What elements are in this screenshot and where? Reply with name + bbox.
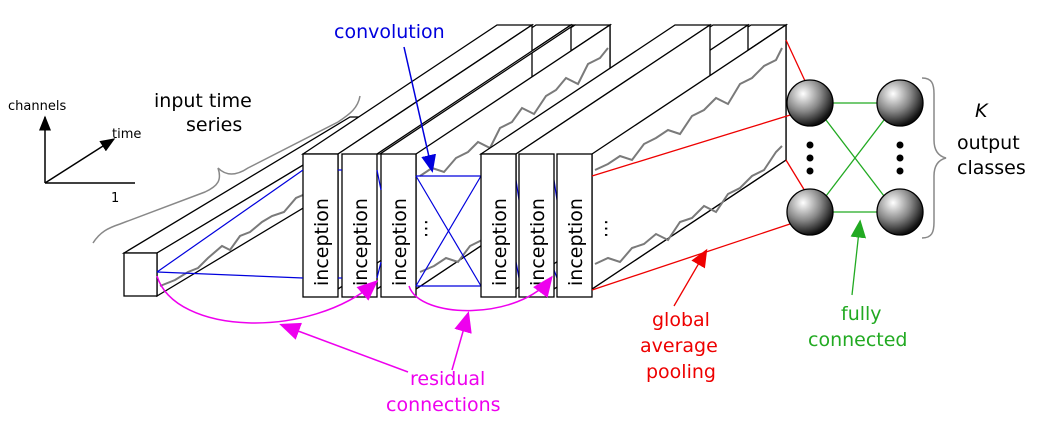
residual-connections <box>156 275 553 373</box>
conv-line-a <box>156 169 304 273</box>
conv-line-j <box>415 175 482 287</box>
g1-b2-side2 <box>374 24 577 155</box>
fc-link-4 <box>825 119 885 197</box>
residual-pointer-2 <box>451 311 472 371</box>
pooling-label-line1: global <box>652 309 710 331</box>
pooling-label-line2: average <box>640 335 718 357</box>
conv-line-e <box>376 169 382 191</box>
convolution-arrow <box>403 46 436 173</box>
output-label-line1: output <box>957 132 1020 154</box>
g1-series-top <box>419 47 609 177</box>
block-group-2-faces <box>480 153 593 298</box>
input-block-face <box>123 252 158 297</box>
neuron-dots-right <box>896 141 904 175</box>
pool-arrow <box>673 248 708 307</box>
inception-label-5: inception <box>527 198 549 286</box>
inception-label-6: inception <box>565 198 587 286</box>
block-group-1-faces <box>302 24 577 298</box>
convolution-label: convolution <box>334 21 445 43</box>
inception-block-3 <box>380 153 417 298</box>
residual-arc-1 <box>156 275 379 324</box>
inception-block-5 <box>518 153 555 298</box>
inception-labels: inception inception inception inception … <box>311 198 587 286</box>
neuron-dots-left <box>806 141 814 175</box>
residual-pointer-1 <box>279 322 409 373</box>
fully-connected-links <box>825 102 885 296</box>
output-label-line2: classes <box>957 157 1026 179</box>
input-time-series-label-line2: series <box>186 114 242 136</box>
ellipsis-middle: ⋯ <box>415 219 437 238</box>
neurons <box>786 79 924 236</box>
input-time-series-label-group: input time series <box>92 90 361 244</box>
conv-line-f <box>376 261 382 279</box>
conv-line-b <box>156 271 304 279</box>
residual-label-line2: connections <box>386 394 501 416</box>
fc-arrow <box>850 219 867 296</box>
block-group-2-extrusions <box>478 23 789 291</box>
axes-indicator: channels time 1 <box>8 99 141 206</box>
inception-block-6 <box>556 153 593 298</box>
pool-line-2 <box>591 111 801 177</box>
neuron-hidden-bottom <box>786 188 834 236</box>
k-label: K <box>975 100 989 122</box>
fc-label-line2: connected <box>808 329 908 351</box>
inception-label-4: inception <box>489 198 511 286</box>
inception-block-1 <box>302 153 339 298</box>
axis-time-label: time <box>112 127 141 142</box>
neuron-output-top <box>876 79 924 127</box>
g2-series-top <box>594 47 783 171</box>
axis-one-label: 1 <box>111 191 119 206</box>
inception-label-1: inception <box>311 198 333 286</box>
residual-arc-2 <box>408 275 553 312</box>
time-axis <box>44 138 116 184</box>
inception-label-3: inception <box>389 198 411 286</box>
inception-block-2 <box>341 153 378 298</box>
residual-label-line1: residual <box>410 368 485 390</box>
pooling-label-line3: pooling <box>646 361 716 383</box>
ellipsis-series: ⋯ <box>595 219 617 238</box>
axis-channels-label: channels <box>8 99 66 114</box>
inception-label-2: inception <box>350 198 372 286</box>
neuron-hidden-top <box>786 79 834 127</box>
g2-series-bottom <box>594 145 783 265</box>
input-time-series-label-line1: input time <box>154 90 252 112</box>
inception-block-4 <box>480 153 517 298</box>
output-brace <box>921 77 947 239</box>
neuron-output-bottom <box>876 188 924 236</box>
input-brace <box>92 95 361 244</box>
fc-label-line1: fully <box>841 303 882 325</box>
